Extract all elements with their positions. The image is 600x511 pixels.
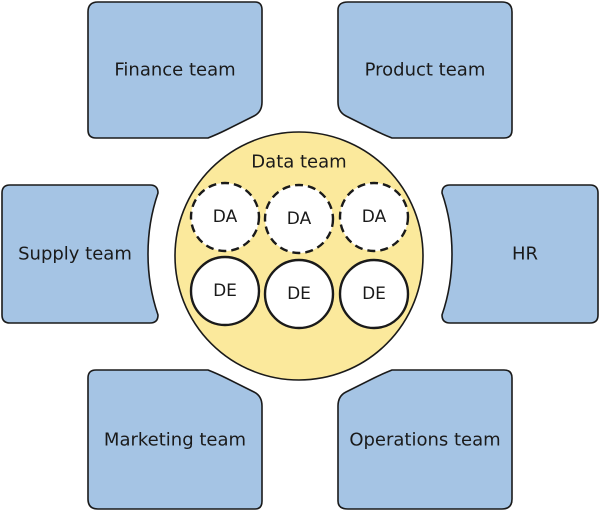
product-team-shape: [337, 1, 513, 139]
data-engineer-circle-1: [189, 255, 261, 327]
data-engineer-label-1: DE: [213, 281, 237, 301]
supply-team-label: Supply team: [18, 244, 132, 265]
data-engineer-circle-2: [263, 258, 335, 330]
data-analyst-label-1: DA: [213, 207, 238, 227]
data-team-node: Data team DA DA DA DE DE DE: [174, 131, 424, 381]
finance-team-node: Finance team: [87, 1, 263, 139]
hr-team-label: HR: [512, 244, 538, 265]
data-analyst-circle-1: [189, 181, 261, 253]
data-analyst-label-2: DA: [287, 209, 312, 229]
product-team-node: Product team: [337, 1, 513, 139]
finance-team-label: Finance team: [114, 60, 235, 81]
data-team-label: Data team: [251, 152, 346, 173]
operations-team-shape: [337, 369, 513, 510]
hr-team-node: HR: [441, 184, 599, 324]
operations-team-label: Operations team: [349, 430, 500, 451]
data-analyst-label-3: DA: [362, 207, 387, 227]
marketing-team-node: Marketing team: [87, 369, 263, 510]
supply-team-shape: [1, 184, 159, 324]
data-engineer-label-3: DE: [362, 284, 386, 304]
marketing-team-label: Marketing team: [104, 430, 246, 451]
marketing-team-shape: [87, 369, 263, 510]
data-engineer-label-2: DE: [287, 284, 311, 304]
hr-team-shape: [441, 184, 599, 324]
supply-team-node: Supply team: [1, 184, 159, 324]
finance-team-shape: [87, 1, 263, 139]
data-analyst-circle-2: [263, 183, 335, 255]
operations-team-node: Operations team: [337, 369, 513, 510]
product-team-label: Product team: [365, 60, 486, 81]
data-analyst-circle-3: [338, 181, 410, 253]
data-engineer-circle-3: [338, 258, 410, 330]
